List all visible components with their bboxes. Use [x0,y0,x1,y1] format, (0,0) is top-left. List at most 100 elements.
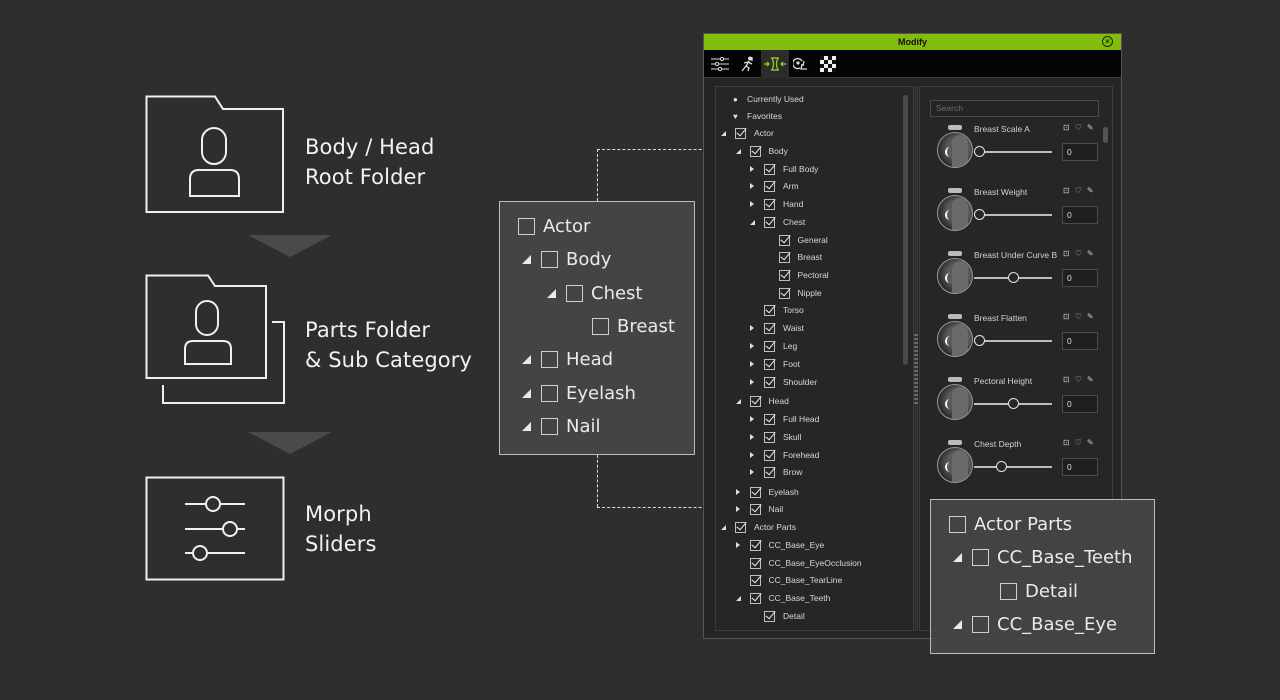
checkbox-checked[interactable] [764,180,775,192]
checkbox-checked[interactable] [764,376,775,388]
checkbox-checked[interactable] [764,163,775,175]
pencil-icon[interactable]: ✎ [1086,375,1094,384]
slider-track[interactable] [974,340,1052,342]
expand-arrow-icon[interactable] [750,452,760,458]
tree-item[interactable]: General [765,233,828,247]
tree-item[interactable]: Waist [750,321,804,335]
slider-track[interactable] [974,151,1052,153]
tree-item[interactable]: Brow [750,465,802,479]
visibility-toggle-icon[interactable] [948,251,962,256]
expand-arrow-icon[interactable] [750,379,760,385]
expand-arrow-icon[interactable] [750,416,760,422]
lock-icon[interactable]: ⊡ [1063,438,1070,447]
slider-handle[interactable] [974,335,985,346]
checkbox-checked[interactable] [749,557,761,569]
tree-item[interactable]: Actor [721,126,774,140]
checkbox-checked[interactable] [749,503,761,515]
lock-icon[interactable]: ⊡ [1063,312,1070,321]
collapse-arrow-icon[interactable] [735,148,746,154]
checkbox-checked[interactable] [764,304,775,316]
slider-value-input[interactable]: 0 [1062,269,1098,287]
collapse-arrow-icon[interactable] [750,219,760,225]
tree-item[interactable]: Body [735,144,788,158]
checkbox-checked[interactable] [764,449,775,461]
tab-morph[interactable] [761,50,789,78]
checkbox-checked[interactable] [749,486,761,498]
checkbox-checked[interactable] [749,539,761,551]
expand-arrow-icon[interactable] [750,361,760,367]
collapse-arrow-icon[interactable] [735,398,746,404]
tree-item[interactable]: ♥Favorites [733,109,782,123]
tree-item[interactable]: Shoulder [750,375,817,389]
tree-item[interactable]: Arm [750,179,799,193]
tree-item[interactable]: Leg [750,339,797,353]
tree-item[interactable]: Hand [750,197,803,211]
tree-item[interactable]: Pectoral [765,268,829,282]
tree-item[interactable]: ●Currently Used [733,92,804,106]
slider-value-input[interactable]: 0 [1062,332,1098,350]
slider-handle[interactable] [996,461,1008,472]
lock-icon[interactable]: ⊡ [1063,375,1070,384]
tree-item[interactable]: Head [735,394,789,408]
expand-arrow-icon[interactable] [750,469,760,475]
checkbox-checked[interactable] [749,395,761,407]
tree-item[interactable]: Full Body [750,162,818,176]
tree-item[interactable]: Chest [750,215,805,229]
search-input[interactable]: Search [930,100,1099,117]
expand-arrow-icon[interactable] [750,166,760,172]
tab-appearance[interactable] [788,50,816,78]
checkbox-checked[interactable] [735,127,746,139]
checkbox-checked[interactable] [764,340,775,352]
checkbox-checked[interactable] [764,466,775,478]
lock-icon[interactable]: ⊡ [1063,186,1070,195]
visibility-toggle-icon[interactable] [948,440,962,445]
pencil-icon[interactable]: ✎ [1086,249,1094,258]
expand-arrow-icon[interactable] [735,542,746,548]
expand-arrow-icon[interactable] [750,183,760,189]
heart-icon[interactable]: ♡ [1074,123,1082,132]
expand-arrow-icon[interactable] [735,506,746,512]
slider-value-input[interactable]: 0 [1062,458,1098,476]
collapse-arrow-icon[interactable] [721,130,731,136]
checkbox-checked[interactable] [749,592,761,604]
tree-item[interactable]: Foot [750,357,800,371]
tree-scrollbar[interactable] [903,95,908,365]
slider-value-input[interactable]: 0 [1062,395,1098,413]
tree-item[interactable]: Breast [765,250,822,264]
heart-icon[interactable]: ♡ [1074,249,1082,258]
tree-item[interactable]: CC_Base_TearLine [736,573,842,587]
expand-arrow-icon[interactable] [735,489,746,495]
tree-item[interactable]: CC_Base_EyeOcclusion [736,556,862,570]
checkbox-checked[interactable] [764,413,775,425]
tree-item[interactable]: Eyelash [735,485,799,499]
tree-item[interactable]: Detail [750,609,805,623]
checkbox-checked[interactable] [764,358,775,370]
close-icon[interactable]: × [1102,36,1113,47]
expand-arrow-icon[interactable] [750,343,760,349]
visibility-toggle-icon[interactable] [948,314,962,319]
tree-item[interactable]: Skull [750,430,801,444]
expand-arrow-icon[interactable] [750,201,760,207]
checkbox-checked[interactable] [764,610,775,622]
tree-item[interactable]: Full Head [750,412,819,426]
heart-icon[interactable]: ♡ [1074,375,1082,384]
slider-list-scrollbar[interactable] [1103,127,1108,143]
pencil-icon[interactable]: ✎ [1086,312,1094,321]
checkbox-checked[interactable] [764,198,775,210]
checkbox-checked[interactable] [764,322,775,334]
slider-value-input[interactable]: 0 [1062,206,1098,224]
tab-motion[interactable] [733,50,761,78]
slider-track[interactable] [974,214,1052,216]
tab-attributes[interactable] [706,50,734,78]
checkbox-checked[interactable] [749,574,761,586]
checkbox-checked[interactable] [735,521,746,533]
tree-item[interactable]: Actor Parts [721,520,796,534]
slider-handle[interactable] [974,146,985,157]
checkbox-checked[interactable] [778,234,790,246]
tree-item[interactable]: Nipple [765,286,822,300]
slider-track[interactable] [974,466,1052,468]
checkbox-checked[interactable] [778,269,790,281]
heart-icon[interactable]: ♡ [1074,312,1082,321]
checkbox-checked[interactable] [764,431,775,443]
splitter-grip[interactable] [914,334,918,404]
